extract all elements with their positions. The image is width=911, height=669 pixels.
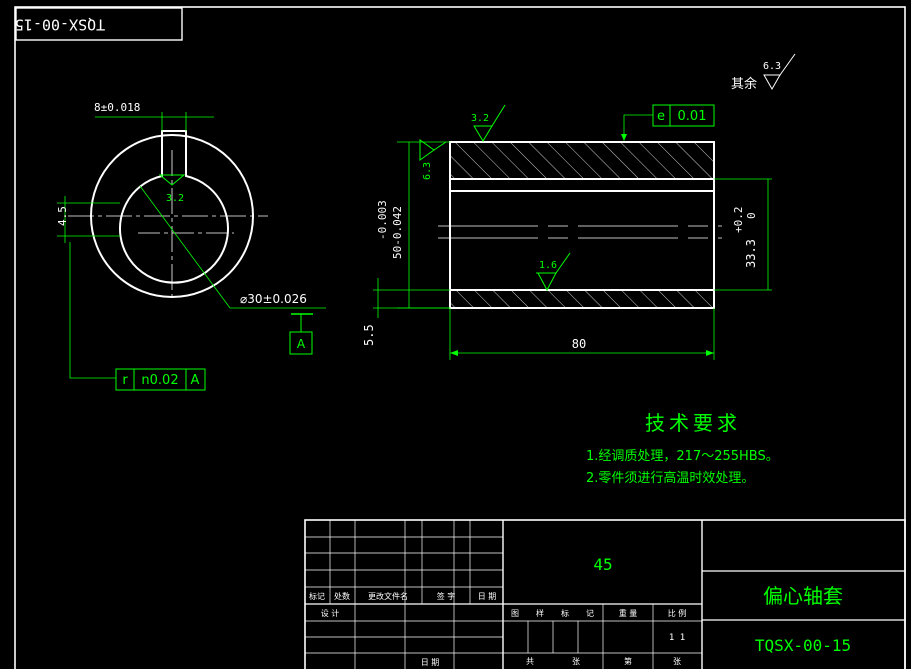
weight-label: 重 量 — [619, 608, 638, 618]
drawing-no-stamp: TQSX-00-15 — [15, 16, 105, 34]
scale-label: 比 例 — [668, 608, 687, 618]
outer-circle — [90, 134, 254, 298]
bottom-wall-section — [449, 289, 715, 309]
bore-dia-dim: ⌀30±0.026 — [240, 292, 307, 306]
material: 45 — [593, 555, 612, 574]
sheet-no-label: 第 — [624, 656, 632, 666]
keyway-roughness: 3.2 — [166, 193, 184, 204]
tech-requirements: 技术要求 1.经调质处理，217～255HBS。 2.零件须进行高温时效处理。 — [586, 411, 779, 486]
sheet-total-unit: 张 — [572, 657, 580, 666]
stage-label-2: 样 — [536, 608, 544, 618]
runout-symbol: r — [122, 373, 128, 388]
concentricity-value: 0.01 — [678, 109, 707, 124]
datum-a-box — [289, 331, 313, 355]
runout-frame — [115, 368, 206, 391]
runout-value: n0.02 — [141, 373, 178, 388]
title-block: 标记 处数 更改文件名 签 字 日 期 设 计 日 期 45 图 样 标 记 重… — [304, 519, 906, 669]
bore-with-keyway — [119, 130, 229, 284]
rev-header-file: 更改文件名 — [368, 591, 408, 601]
left-view: 8±0.018 3.2 4.5 ⌀30±0.026 A r n0.02 A — [56, 101, 326, 391]
part-name: 偏心轴套 — [763, 584, 843, 608]
rev-header-count: 处数 — [334, 591, 350, 601]
stage-label-4: 记 — [586, 609, 594, 618]
drawing-no-stamp-box — [15, 7, 183, 41]
design-label: 设 计 — [321, 608, 340, 618]
scale-value: 1 1 — [669, 633, 685, 643]
key-width-dim: 8±0.018 — [94, 101, 140, 114]
sheet-total-label: 共 — [526, 657, 534, 666]
tech-req-item-2: 2.零件须进行高温时效处理。 — [586, 470, 754, 486]
sheet-no-unit: 张 — [673, 657, 681, 666]
outer-dia-tol: -0.003 — [376, 200, 389, 240]
drawing-number: TQSX-00-15 — [755, 636, 851, 655]
tech-req-item-1: 1.经调质处理，217～255HBS。 — [586, 449, 779, 464]
rev-header-sign: 签 字 — [437, 591, 456, 601]
length-dim: 80 — [572, 337, 586, 351]
top-wall-section — [449, 141, 715, 180]
rev-header-date: 日 期 — [478, 592, 497, 601]
eccentric-tol-lower: 0 — [745, 212, 758, 219]
rev-header-mark: 标记 — [309, 591, 325, 601]
concentricity-symbol: e — [657, 109, 665, 124]
wall-dim: 5.5 — [362, 324, 376, 346]
stage-label-1: 图 — [511, 609, 519, 618]
eccentric-tol-upper: +0.2 — [732, 207, 745, 234]
key-depth-dim: 4.5 — [56, 206, 69, 226]
bore-roughness: 1.6 — [539, 260, 557, 271]
tech-req-title: 技术要求 — [645, 411, 741, 435]
end-face-roughness: 6.3 — [422, 162, 433, 180]
outer-dia-dim: 50-0.042 — [391, 206, 404, 259]
right-view: -0.003 50-0.042 6.3 3.2 1.6 e 0.01 其余 6.… — [362, 53, 796, 360]
stage-label-3: 标 — [561, 608, 569, 618]
drawing-frame — [14, 6, 906, 669]
date-label: 日 期 — [421, 658, 440, 667]
keyway-band — [449, 178, 715, 192]
eccentric-dim: 33.3 — [744, 239, 758, 268]
concentricity-frame — [652, 104, 715, 127]
outer-top-roughness: 3.2 — [471, 113, 489, 124]
rest-roughness-label: 其余 — [731, 76, 757, 92]
datum-a-label: A — [297, 337, 306, 351]
runout-datum: A — [191, 373, 200, 388]
rest-roughness-value: 6.3 — [763, 61, 781, 72]
